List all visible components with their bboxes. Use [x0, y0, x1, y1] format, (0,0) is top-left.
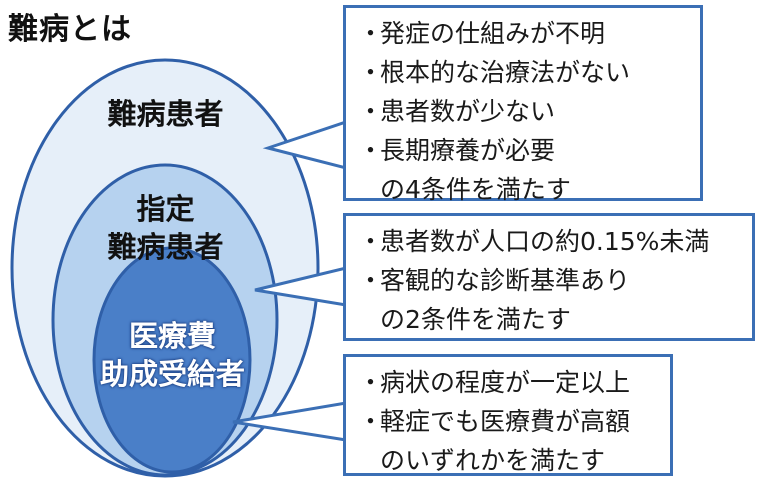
ring-label-recipients: 医療費 助成受給者	[80, 317, 265, 393]
criteria-item: ・発症の仕組みが不明	[358, 19, 606, 48]
criteria-box-recipients: ・病状の程度が一定以上 ・軽症でも医療費が高額 のいずれかを満たす	[343, 354, 673, 476]
criteria-box-designated: ・患者数が人口の約0.15%未満 ・客観的な診断基準あり の2条件を満たす	[343, 213, 755, 341]
ring-label-line: 助成受給者	[99, 357, 245, 391]
criteria-item: ・患者数が人口の約0.15%未満	[358, 227, 710, 256]
ring-label-designated: 指定 難病患者	[88, 190, 243, 266]
criteria-item: ・軽症でも医療費が高額	[358, 407, 631, 436]
ring-label-line: 指定	[136, 192, 195, 226]
criteria-item: ・根本的な治療法がない	[358, 58, 631, 87]
criteria-item: ・長期療養が必要	[358, 136, 556, 165]
criteria-item: ・病状の程度が一定以上	[358, 368, 631, 397]
criteria-condition: の4条件を満たす	[380, 175, 571, 204]
criteria-item: ・患者数が少ない	[358, 97, 556, 126]
ring-label-line: 難病患者	[107, 230, 224, 264]
criteria-box-patients: ・発症の仕組みが不明 ・根本的な治療法がない ・患者数が少ない ・長期療養が必要…	[343, 5, 703, 204]
ring-label-patients: 難病患者	[88, 95, 243, 133]
ring-label-line: 難病患者	[107, 97, 224, 131]
criteria-condition: のいずれかを満たす	[380, 446, 606, 475]
diagram-title: 難病とは	[8, 12, 132, 47]
criteria-item: ・客観的な診断基準あり	[358, 266, 631, 295]
criteria-condition: の2条件を満たす	[380, 305, 571, 334]
ring-label-line: 医療費	[128, 319, 216, 353]
inner-ellipse-recipients	[92, 246, 252, 474]
